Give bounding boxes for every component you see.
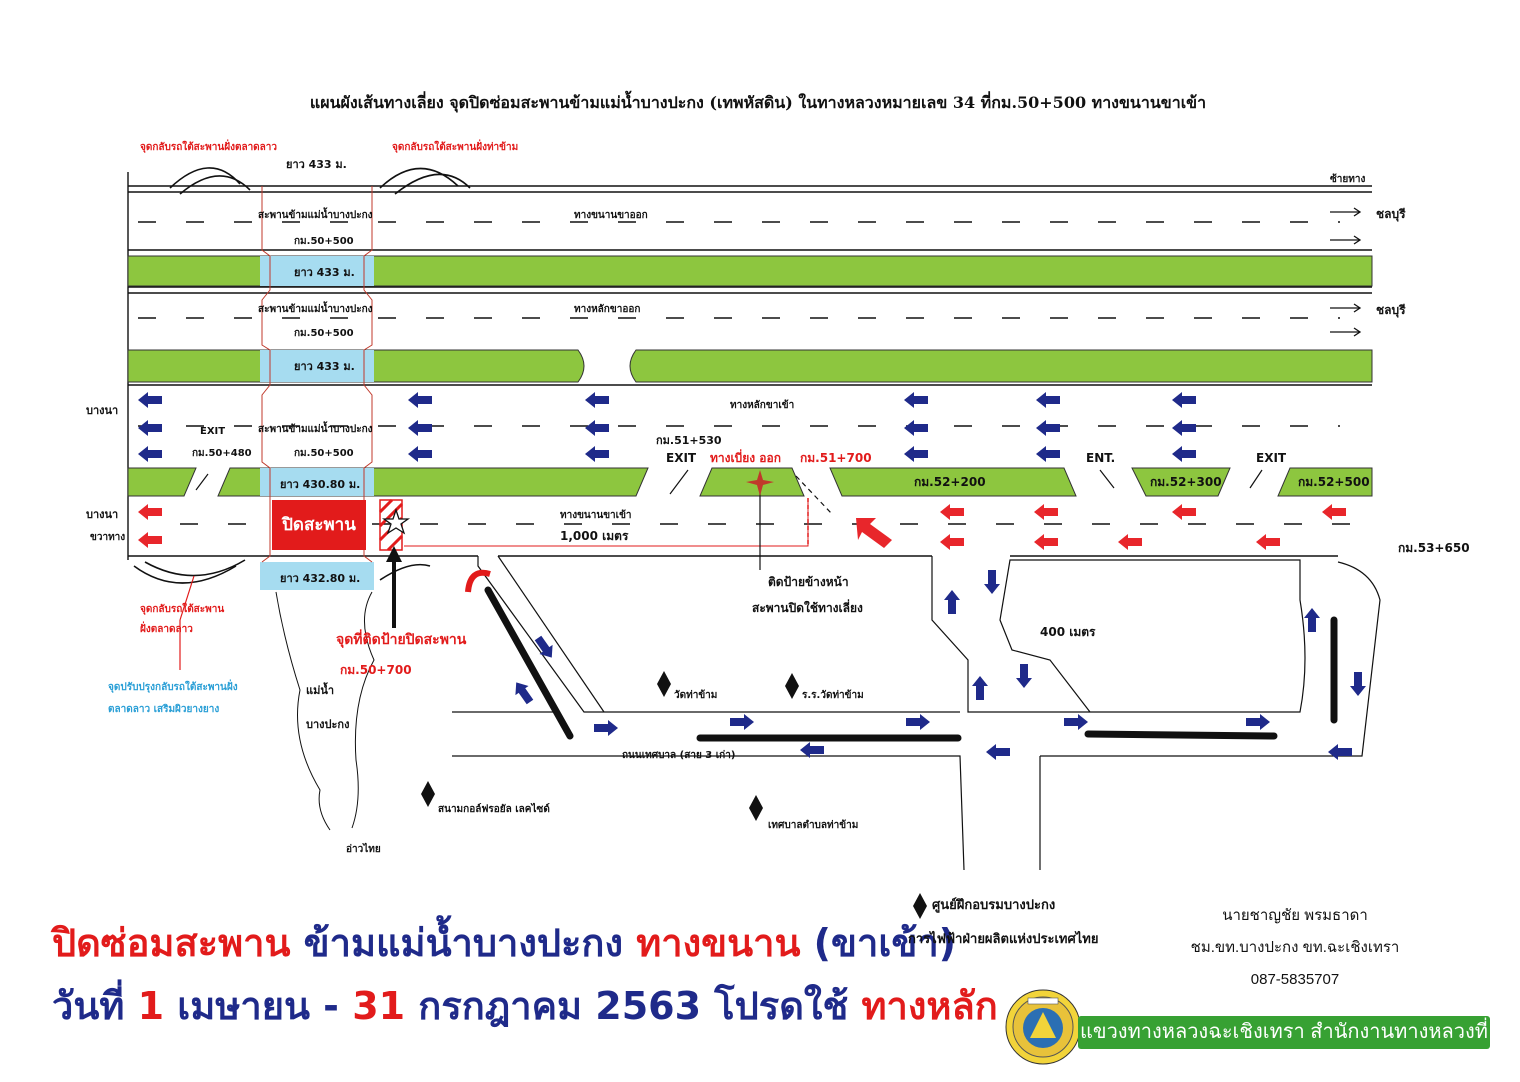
bridge-outline [261,186,373,563]
bridge-name-3: สะพานข้ามแม่น้ำบางปะกง [258,421,373,435]
len-top-label: ยาว 433 ม. [286,158,347,171]
km-50500-3: กม.50+500 [294,448,354,459]
municipality-label: เทศบาลตำบลท่าข้าม [768,819,858,831]
uturn-top-right-label: จุดกลับรถใต้สะพานฝั่งท่าข้าม [392,139,518,153]
km-52300: กม.52+300 [1150,475,1222,489]
landmark-icons [421,671,927,919]
chonburi-2: ชลบุรี [1376,303,1406,318]
km-53650: กม.53+650 [1398,541,1470,555]
headline-direction: (ขาเข้า) [800,921,957,965]
km-52500: กม.52+500 [1298,475,1370,489]
contact-name: นายชาญชัย พรมธาดา [1222,907,1368,924]
headline-date-prefix: วันที่ [52,984,138,1028]
bangna-2: บางนา [86,508,118,521]
sign-star-icon [746,470,774,496]
municipal-road: ถนนเทศบาล (สาย 3 เก่า) [622,749,735,761]
headline-month-end: กรกฎาคม 2563 โปรดใช้ [405,984,862,1028]
closure-label: ปิดสะพาน [281,515,356,535]
bridge-name-1: สะพานข้ามแม่น้ำบางปะกง [258,207,373,221]
km-51700: กม.51+700 [800,451,872,465]
river-2: บางปะกง [306,718,349,731]
legend-item-training: ศูนย์ฝึกอบรมบางปะกง [932,898,1056,913]
headline-line-1: ปิดซ่อมสะพาน ข้ามแม่น้ำบางปะกง ทางขนาน (… [52,912,956,973]
headline-bridge: ข้ามแม่น้ำบางปะกง [290,921,637,965]
km-50500-1: กม.50+500 [294,236,354,247]
lane-dashes [138,221,1360,525]
river-1: แม่น้ำ [306,682,334,697]
road-parallel-in: ทางขนานขาเข้า [560,509,632,521]
local-arrows [509,570,1366,760]
local-roads [452,555,1381,871]
slip-arrows [195,469,1263,570]
wat-label: วัดท่าข้าม [674,689,717,701]
entry-arrow [856,518,892,548]
department-logo-icon [1005,989,1081,1065]
thick-roads [484,586,1338,742]
len-43080: ยาว 430.80 ม. [280,478,360,491]
chonburi-1: ชลบุรี [1376,207,1406,222]
len-433-b: ยาว 433 ม. [294,360,355,373]
improve-1: จุดปรับปรุงกลับรถใต้สะพานฝั่ง [108,679,238,693]
closure-block [272,500,366,550]
dist-400: 400 เมตร [1040,625,1096,639]
contact-block: นายชาญชัย พรมธาดา ชม.ขท.บางปะกง ขท.ฉะเชิ… [1160,900,1430,996]
bangna-1: บางนา [86,404,118,417]
ent-label: ENT. [1086,451,1115,465]
headline-use-main: ทางหลัก [861,984,998,1028]
road-main-out: ทางหลักขาออก [574,303,640,315]
sign-ahead-2: สะพานปิดใช้ทางเลี่ยง [752,599,863,615]
headline-closure: ปิดซ่อมสะพาน [52,921,291,965]
department-banner: แขวงทางหลวงฉะเชิงเทรา สำนักงานทางหลวงที่… [1078,1016,1490,1076]
uturn-bottom-1: จุดกลับรถใต้สะพาน [140,602,224,615]
detour-out: ทางเบี่ยง ออก [710,449,781,465]
uturn-top-left-label: จุดกลับรถใต้สะพานฝั่งตลาดลาว [140,139,277,153]
gulf-label: อ่าวไทย [346,842,381,855]
map-title: แผนผังเส้นทางเลี่ยง จุดปิดซ่อมสะพานข้ามแ… [310,90,1206,113]
right-lane: ขวาทาง [90,532,125,543]
star-icon [381,507,411,535]
km-50700: กม.50+700 [340,663,412,677]
uturn-red-icon [465,569,491,593]
headline-end-day: 31 [352,984,406,1028]
km-51530: กม.51+530 [656,434,722,447]
headline-road: ทางขนาน [636,921,801,965]
km-52200: กม.52+200 [914,475,986,489]
contact-position: ชม.ขท.บางปะกง ขท.ฉะเชิงเทรา [1190,939,1400,956]
legend-item-egat: การไฟฟ้าฝ่ายผลิตแห่งประเทศไทย [908,932,1099,947]
exit-mid: EXIT [666,451,697,465]
headline-start-day: 1 [137,984,165,1028]
headline-line-2: วันที่ 1 เมษายน - 31 กรกฎาคม 2563 โปรดใช… [52,975,998,1036]
uturn-bottom-2: ฝั่งตลาดลาว [140,621,193,635]
km-50480: กม.50+480 [192,448,252,459]
bridge-sections [260,256,374,590]
golf-label: สนามกอล์ฟรอยัล เลคไซด์ [438,802,550,815]
outbound-arrows [1330,207,1362,337]
school-label: ร.ร.วัดท่าข้าม [802,689,864,701]
river-banks [275,591,375,831]
uturn-arcs [133,167,471,584]
left-lane-label: ซ้ายทาง [1330,173,1365,185]
road-main-in: ทางหลักขาเข้า [730,399,794,411]
exit-left: EXIT [200,426,225,437]
contact-phone: 087-5835707 [1250,971,1340,988]
dist-1000: 1,000 เมตร [560,529,629,543]
road-parallel-out: ทางขนานขาออก [574,210,648,221]
exit-right: EXIT [1256,451,1287,465]
bridge-name-2: สะพานข้ามแม่น้ำบางปะกง [258,301,373,315]
len-433-a: ยาว 433 ม. [294,266,355,279]
km-50500-2: กม.50+500 [294,328,354,339]
headline-month-start: เมษายน - [164,984,353,1028]
improve-2: ตลาดลาว เสริมผิวยางยาง [108,703,219,715]
sign-ahead-1: ติดป้ายข้างหน้า [768,575,849,589]
len-43280: ยาว 432.80 ม. [280,572,360,585]
sign-point: จุดที่ติดป้ายปิดสะพาน [336,629,467,648]
